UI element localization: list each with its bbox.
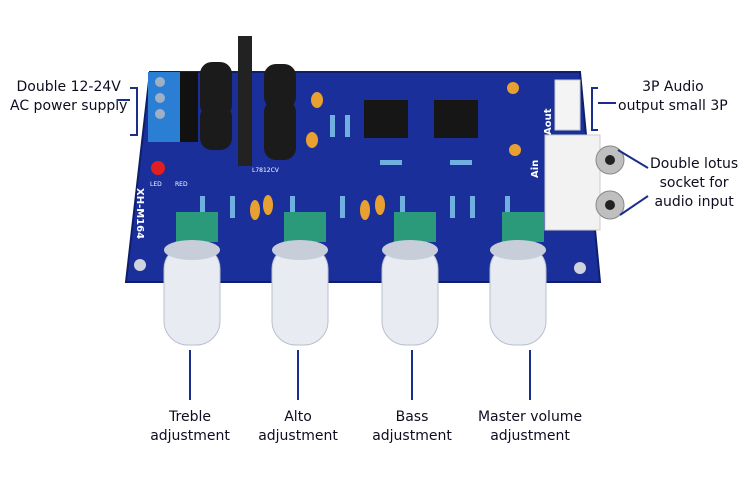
alto-label: Alto adjustment [256, 408, 340, 446]
audio-output-label: 3P Audio output small 3P [618, 78, 728, 116]
label-line: Treble [169, 409, 211, 425]
regulator [238, 36, 252, 166]
electrolytic-capacitor [200, 62, 232, 117]
treble-knob[interactable] [163, 212, 221, 346]
rectifier [180, 72, 198, 142]
3p-connector [554, 79, 581, 131]
callout-lines [118, 87, 649, 400]
led [151, 161, 165, 175]
silkscreen-model: XH-M164 [134, 188, 145, 239]
label-line: adjustment [150, 428, 230, 444]
label-line: adjustment [490, 428, 570, 444]
electrolytic-capacitor [200, 105, 232, 150]
lotus-socket-label: Double lotus socket for audio input [650, 155, 738, 212]
label-line: adjustment [372, 428, 452, 444]
silkscreen-red: RED [175, 181, 188, 188]
label-line: audio input [654, 194, 734, 210]
silkscreen-led: LED [150, 181, 162, 188]
treble-label: Treble adjustment [148, 408, 232, 446]
power-terminal [148, 72, 182, 142]
silkscreen-ain: Ain [530, 160, 541, 178]
label-line: adjustment [258, 428, 338, 444]
electrolytic-capacitor [264, 100, 296, 160]
master-knob[interactable] [489, 212, 547, 346]
label-line: output small 3P [618, 98, 728, 114]
label-line: socket for [659, 175, 729, 191]
ic-chip [364, 100, 408, 138]
bass-label: Bass adjustment [370, 408, 454, 446]
silkscreen-regulator: L7812CV [252, 167, 280, 174]
ic-chip [434, 100, 478, 138]
bass-knob[interactable] [381, 212, 439, 346]
mount-hole [574, 262, 586, 274]
power-supply-label: Double 12-24V AC power supply [10, 78, 127, 116]
silkscreen-aout: Aout [543, 108, 554, 135]
label-line: Master volume [477, 409, 583, 425]
label-line: Bass [395, 409, 429, 425]
label-line: AC power supply [10, 98, 128, 114]
label-line: Alto [284, 409, 312, 425]
label-line: 3P Audio [642, 79, 704, 95]
electrolytic-capacitor [264, 64, 296, 109]
alto-knob[interactable] [271, 212, 329, 346]
master-volume-label: Master volume adjustment [470, 408, 590, 446]
label-line: Double 12-24V [16, 79, 121, 95]
label-line: Double lotus [650, 156, 739, 172]
rca-socket [544, 134, 601, 231]
mount-hole [134, 259, 146, 271]
